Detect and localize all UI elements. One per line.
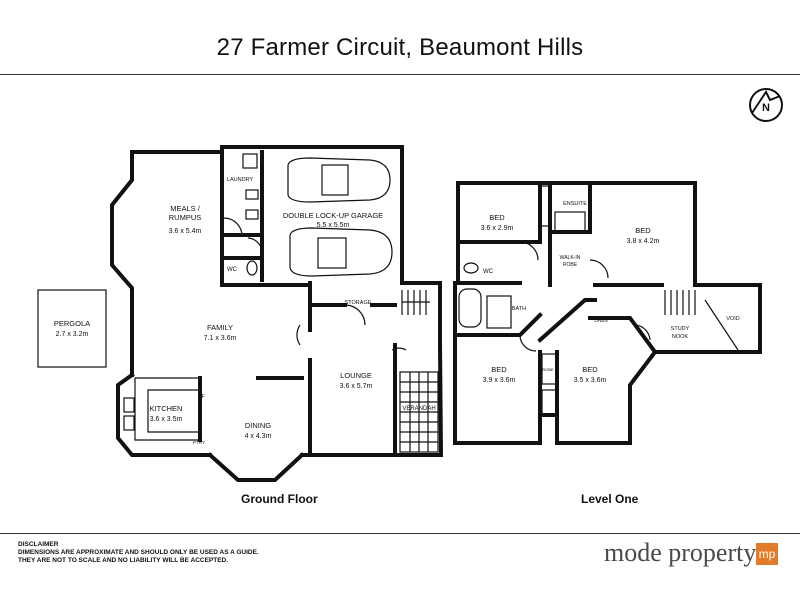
car-icon [287, 157, 391, 203]
room-label: LINEN [594, 318, 607, 323]
brand-logo-text: mode property [604, 538, 757, 567]
room-label: PTRY [193, 440, 205, 445]
room-label: BATH [512, 306, 526, 312]
room-dimension: 3.9 x 3.6m [483, 377, 516, 384]
room-dimension: 3.5 x 3.6m [574, 377, 607, 384]
room-dimension: 2.7 x 3.2m [56, 331, 89, 338]
compass-letter: N [762, 102, 770, 114]
pergola-area [37, 289, 107, 368]
room-dimension: 3.8 x 4.2m [627, 238, 660, 245]
level-one-plan [453, 181, 762, 445]
room-label: ROBE [542, 367, 554, 372]
room-label: STUDY [671, 326, 690, 332]
room-label: FAMILY [207, 323, 233, 332]
page-title: 27 Farmer Circuit, Beaumont Hills [216, 34, 584, 61]
room-label: WC [483, 269, 494, 275]
room-label: LAUNDRY [227, 177, 254, 183]
room-label: BED [489, 213, 505, 222]
car-icon [289, 227, 393, 277]
top-divider [0, 74, 800, 75]
ground-floor-title: Ground Floor [241, 492, 318, 506]
room-dimension: 3.6 x 5.7m [340, 383, 373, 390]
ground-floor-plan [37, 145, 444, 482]
room-label: WALK-IN [560, 255, 581, 261]
disclaimer: DISCLAIMER DIMENSIONS ARE APPROXIMATE AN… [18, 541, 259, 565]
level-one-title: Level One [581, 492, 639, 506]
room-label: NOOK [672, 334, 689, 340]
room-dimension: 3.6 x 5.4m [169, 228, 202, 235]
room-dimension: 3.6 x 2.9m [481, 225, 514, 232]
room-label: WC [227, 267, 238, 273]
room-label: KITCHEN [150, 404, 183, 413]
disclaimer-heading: DISCLAIMER [18, 541, 59, 548]
room-dimension: 3.6 x 3.5m [150, 416, 183, 423]
room-label: STORAGE [345, 300, 372, 306]
room-label: VERANDAH [402, 406, 435, 412]
room-label: BED [635, 226, 651, 235]
disclaimer-line: DIMENSIONS ARE APPROXIMATE AND SHOULD ON… [18, 549, 259, 556]
room-dimension: 5.5 x 5.5m [317, 222, 350, 229]
north-arrow-icon: N [749, 88, 783, 122]
room-label: DINING [245, 421, 271, 430]
room-label: ROBE [563, 262, 578, 268]
room-label: VOID [726, 316, 739, 322]
room-label: PERGOLA [54, 319, 90, 328]
room-label: BED [491, 365, 507, 374]
disclaimer-line: THEY ARE NOT TO SCALE AND NO LIABILITY W… [18, 557, 229, 564]
room-label: DOUBLE LOCK-UP GARAGE [283, 211, 383, 220]
room-dimension: 4 x 4.3m [245, 433, 272, 440]
room-label: MEALS / [170, 204, 201, 213]
room-label: F [201, 394, 204, 400]
brand-badge: mp [756, 543, 778, 565]
room-label: BED [582, 365, 598, 374]
room-label: RUMPUS [169, 213, 202, 222]
room-label: LOUNGE [340, 371, 372, 380]
bottom-divider [0, 533, 800, 534]
room-dimension: 7.1 x 3.6m [204, 335, 237, 342]
room-label: ENSUITE [563, 201, 587, 207]
